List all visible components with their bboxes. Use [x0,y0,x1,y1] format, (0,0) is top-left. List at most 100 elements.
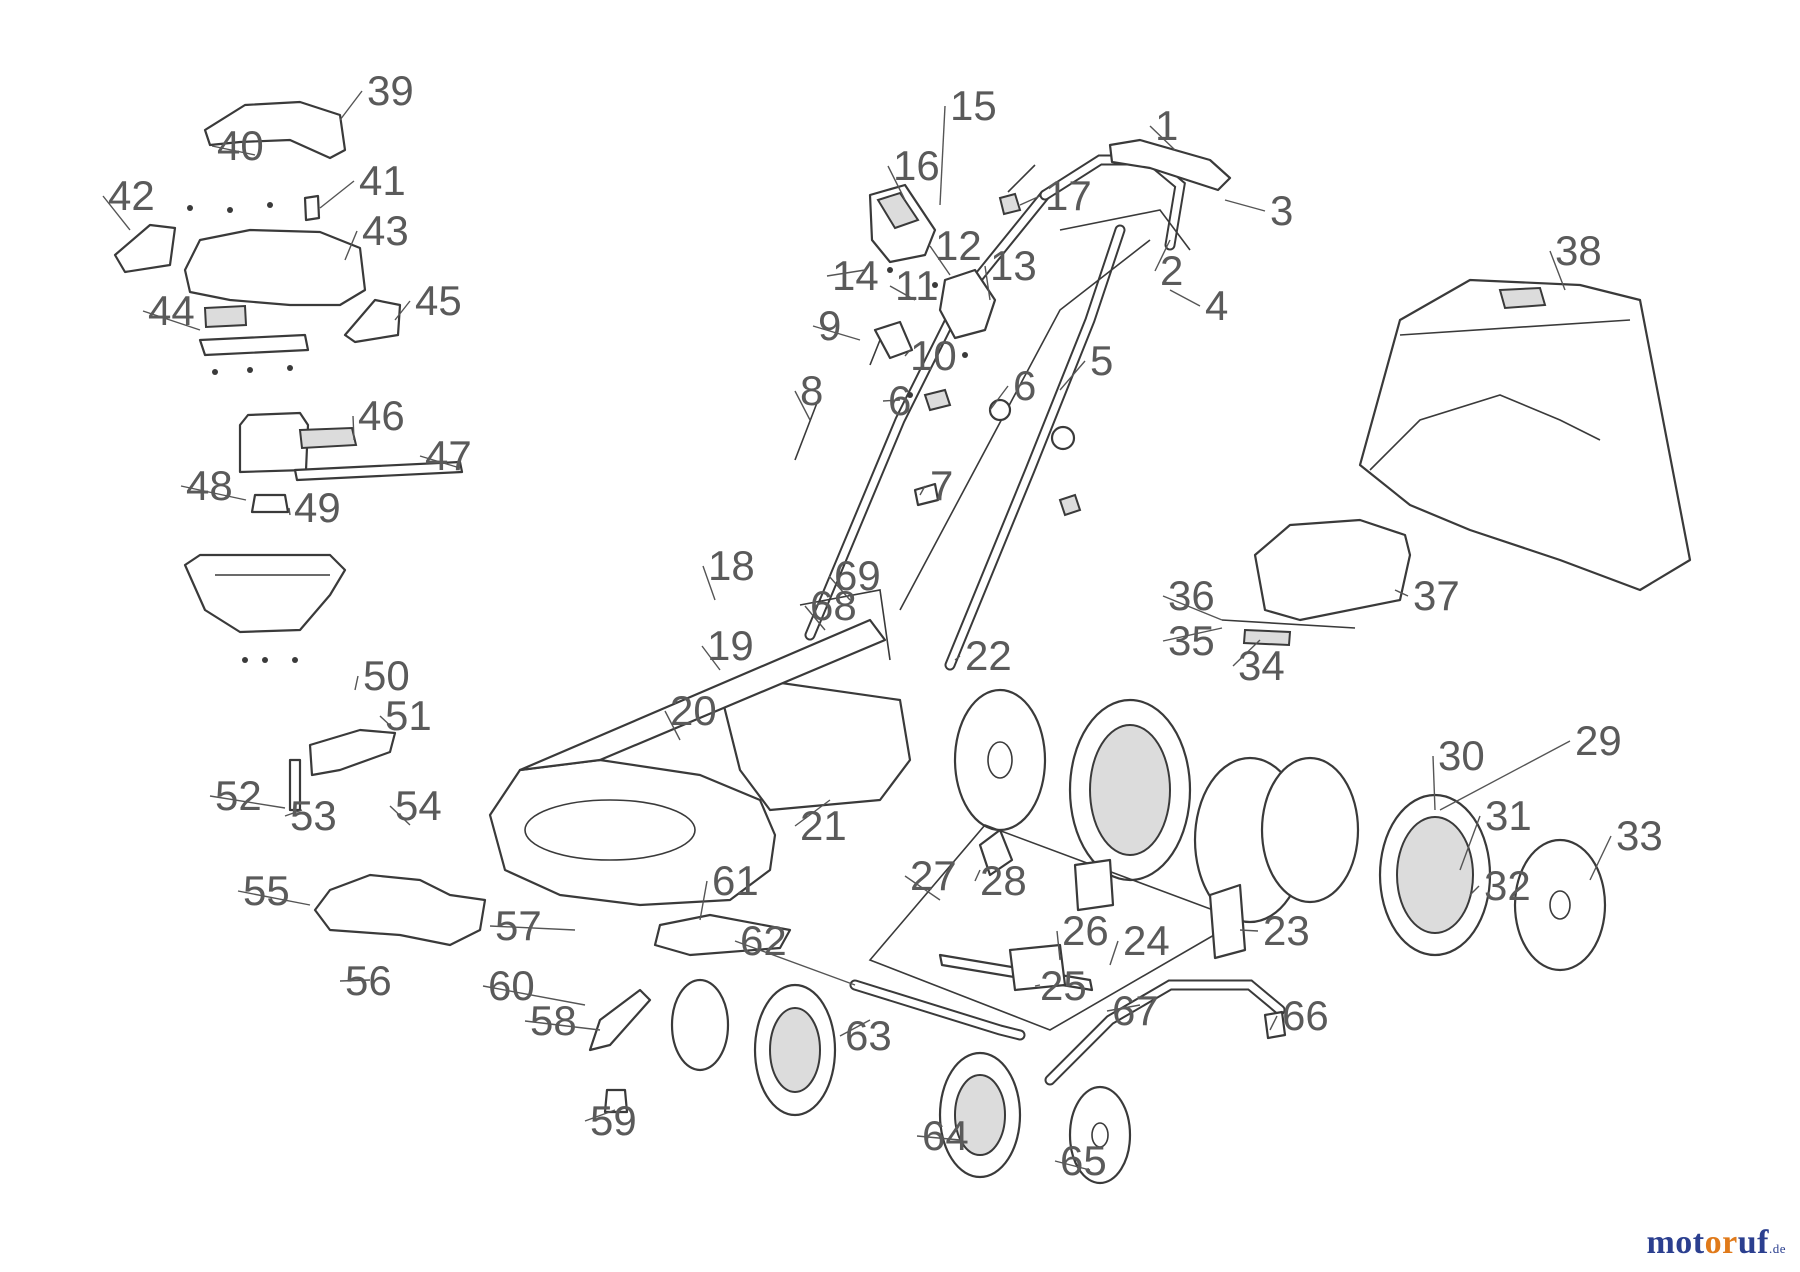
callout-11: 11 [895,262,939,309]
leader-line-43 [344,230,358,261]
callout-63: 63 [845,1012,892,1059]
leader-line-54 [389,805,411,826]
leader-line-4 [1169,289,1201,307]
callout-58: 58 [530,997,577,1044]
handle-assembly [804,138,1232,671]
leader-line-13 [984,265,991,301]
callout-27: 27 [910,852,957,899]
callout-19: 19 [707,622,754,669]
leader-line-63 [839,1019,871,1037]
leader-line-2 [1154,239,1171,272]
leader-line-65 [1054,1160,1091,1171]
leader-line-44 [142,310,201,331]
callout-20: 20 [670,687,717,734]
callout-34: 34 [1238,642,1285,689]
callout-62: 62 [740,917,787,964]
leader-line-25 [1034,984,1041,987]
motor-cover-group [113,100,464,663]
leader-line-27 [904,875,941,901]
callout-66: 66 [1282,992,1329,1039]
leader-line-57 [489,925,576,931]
callout-9: 9 [818,302,841,349]
leader-line-66 [1269,1015,1278,1031]
leader-line-61 [699,880,708,921]
callout-39: 39 [367,67,414,114]
motoruf-logo: motoruf.de [1646,1224,1786,1262]
callout-5: 5 [1090,337,1113,384]
callout-16: 16 [893,142,940,189]
leader-line-1 [1149,125,1176,151]
wheels [670,688,1607,1185]
leader-line-10 [904,349,911,357]
callout-31: 31 [1485,792,1532,839]
callout-29: 29 [1575,717,1622,764]
leader-line-67 [1106,1004,1141,1012]
leader-line-8 [794,390,811,421]
leader-line-20 [664,710,681,741]
callout-6: 6 [1013,362,1036,409]
leader-line-5 [1059,360,1086,391]
switch-box [794,164,1036,461]
leader-line-21 [794,799,831,827]
mower-deck [288,589,912,1114]
leader-line-28 [974,869,981,882]
leader-line-11 [889,285,916,301]
leader-line-56 [339,979,371,982]
leader-line-22 [954,655,961,661]
callout-44: 44 [148,287,195,334]
callout-2: 2 [1160,247,1183,294]
leader-line-46 [352,415,355,441]
callout-6: 6 [888,377,911,424]
leader-line-26 [1056,930,1061,961]
leader-line-6 [989,385,1009,411]
callout-13: 13 [990,242,1037,289]
callout-7: 7 [930,462,953,509]
leader-line-69 [828,575,851,601]
leader-line-33 [1589,835,1612,881]
leader-line-17 [1019,195,1041,206]
callout-57: 57 [495,902,542,949]
callout-52: 52 [215,772,262,819]
callout-18: 18 [708,542,755,589]
callout-32: 32 [1484,862,1531,909]
leader-line-59 [584,1109,616,1122]
leader-line-18 [702,565,716,601]
callout-51: 51 [385,692,432,739]
callout-4: 4 [1205,282,1228,329]
leader-line-23 [1239,929,1259,932]
leader-line-16 [887,165,906,201]
leader-line-6 [882,399,901,402]
leader-line-48 [180,485,247,501]
callout-61: 61 [712,857,759,904]
logo-tld: .de [1768,1241,1786,1256]
callout-30: 30 [1438,732,1485,779]
callout-21: 21 [800,802,847,849]
leader-line-62 [734,940,856,986]
leader-line-9 [812,325,861,341]
leader-line-64 [916,1135,961,1141]
leader-line-47 [419,455,461,469]
callout-3: 3 [1270,187,1293,234]
callout-42: 42 [108,172,155,219]
leader-line-39 [339,90,363,121]
leader-line-41 [319,180,355,209]
leader-line-35 [1162,627,1223,642]
callout-26: 26 [1062,907,1109,954]
callout-24: 24 [1123,917,1170,964]
leader-line-14 [826,269,866,277]
callout-38: 38 [1555,227,1602,274]
callout-60: 60 [488,962,535,1009]
callout-55: 55 [243,867,290,914]
drive-axle-group [849,824,1287,1086]
callout-12: 12 [935,222,982,269]
leader-line-58 [524,1020,601,1031]
leader-line-68 [804,605,826,631]
leader-line-42 [102,195,131,231]
leader-line-53 [284,809,303,817]
callout-45: 45 [415,277,462,324]
leader-line-40 [211,145,256,156]
logo-part-3: uf [1737,1224,1769,1261]
leader-line-30 [1432,755,1436,811]
